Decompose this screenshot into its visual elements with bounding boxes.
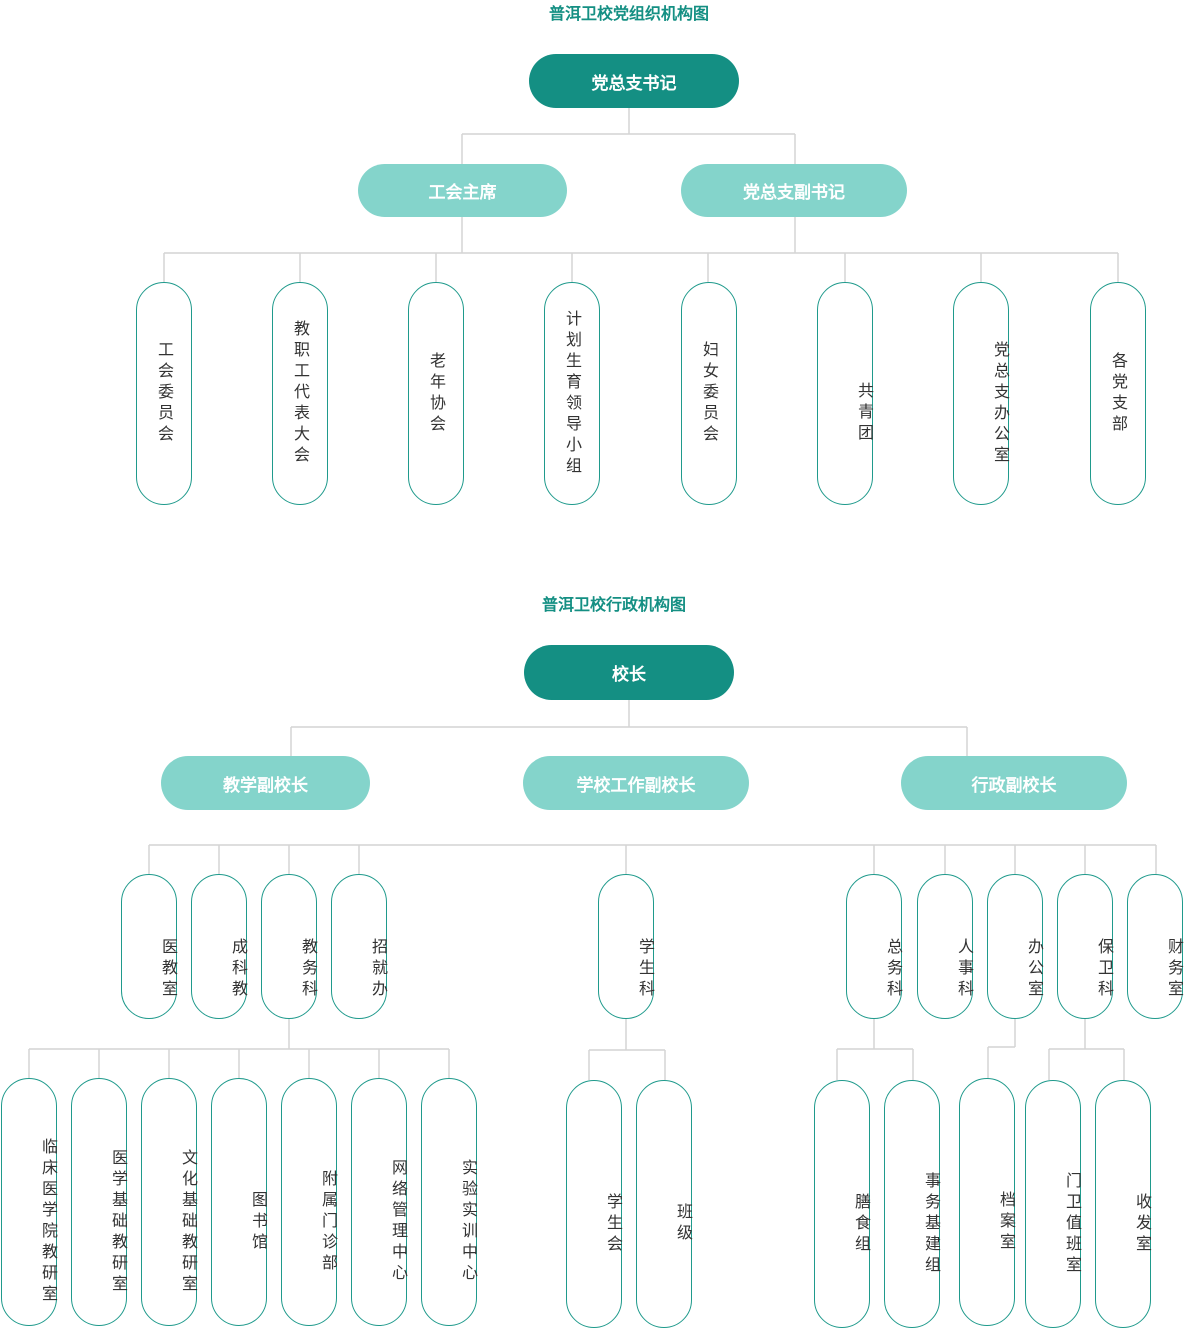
party-root-node: 党总支书记 bbox=[529, 54, 739, 108]
unit-linchuang-jiaoyanshi: 临床医学院教研室 bbox=[1, 1078, 58, 1326]
unit-menwei-zhibanshi: 门卫值班室 bbox=[1025, 1080, 1082, 1328]
dept-bangongshi: 办公室 bbox=[987, 874, 1044, 1019]
dept-baoweike: 保卫科 bbox=[1057, 874, 1114, 1019]
party-unit-6: 共青团 bbox=[817, 282, 874, 505]
party-unit-4: 计划生育领导小组 bbox=[544, 282, 600, 505]
admin-level2-node-2: 学校工作副校长 bbox=[523, 756, 749, 810]
dept-yijiaoshi: 医教室 bbox=[121, 874, 178, 1019]
dept-renshike: 人事科 bbox=[917, 874, 974, 1019]
party-level2-node-2: 党总支副书记 bbox=[681, 164, 907, 217]
unit-banji: 班级 bbox=[636, 1080, 693, 1328]
party-level2-node-1: 工会主席 bbox=[358, 164, 567, 217]
party-unit-3: 老年协会 bbox=[408, 282, 464, 505]
dept-caiwushi: 财务室 bbox=[1127, 874, 1184, 1019]
unit-wangluo-guanli-zhongxin: 网络管理中心 bbox=[351, 1078, 408, 1326]
party-unit-2: 教职工代表大会 bbox=[272, 282, 328, 505]
dept-zhaojiuban: 招就办 bbox=[331, 874, 388, 1019]
unit-shiyan-shixun-zhongxin: 实验实训中心 bbox=[421, 1078, 478, 1326]
unit-tushuguan: 图书馆 bbox=[211, 1078, 268, 1326]
admin-level2-node-3: 行政副校长 bbox=[901, 756, 1127, 810]
dept-xueshengke: 学生科 bbox=[598, 874, 655, 1019]
unit-danganshi: 档案室 bbox=[959, 1078, 1016, 1326]
admin-chart-title: 普洱卫校行政机构图 bbox=[541, 595, 687, 614]
admin-level2-node-1: 教学副校长 bbox=[161, 756, 370, 810]
unit-shoufashi: 收发室 bbox=[1095, 1080, 1152, 1328]
unit-fushu-menzhenbu: 附属门诊部 bbox=[281, 1078, 338, 1326]
unit-shiwu-jijianzu: 事务基建组 bbox=[884, 1080, 941, 1328]
unit-wenhua-jichu-jiaoyanshi: 文化基础教研室 bbox=[141, 1078, 198, 1326]
admin-root-node: 校长 bbox=[524, 645, 734, 700]
unit-shanshizu: 膳食组 bbox=[814, 1080, 871, 1328]
dept-zongwuke: 总务科 bbox=[846, 874, 903, 1019]
unit-yixue-jichu-jiaoyanshi: 医学基础教研室 bbox=[71, 1078, 128, 1326]
party-unit-5: 妇女委员会 bbox=[681, 282, 737, 505]
dept-chengkejiao: 成科教 bbox=[191, 874, 248, 1019]
dept-jiaowuke: 教务科 bbox=[261, 874, 318, 1019]
party-chart-title: 普洱卫校党组织机构图 bbox=[548, 4, 710, 23]
party-unit-8: 各党支部 bbox=[1090, 282, 1146, 505]
unit-xueshenghui: 学生会 bbox=[566, 1080, 623, 1328]
party-unit-1: 工会委员会 bbox=[136, 282, 192, 505]
party-unit-7: 党总支办公室 bbox=[953, 282, 1010, 505]
